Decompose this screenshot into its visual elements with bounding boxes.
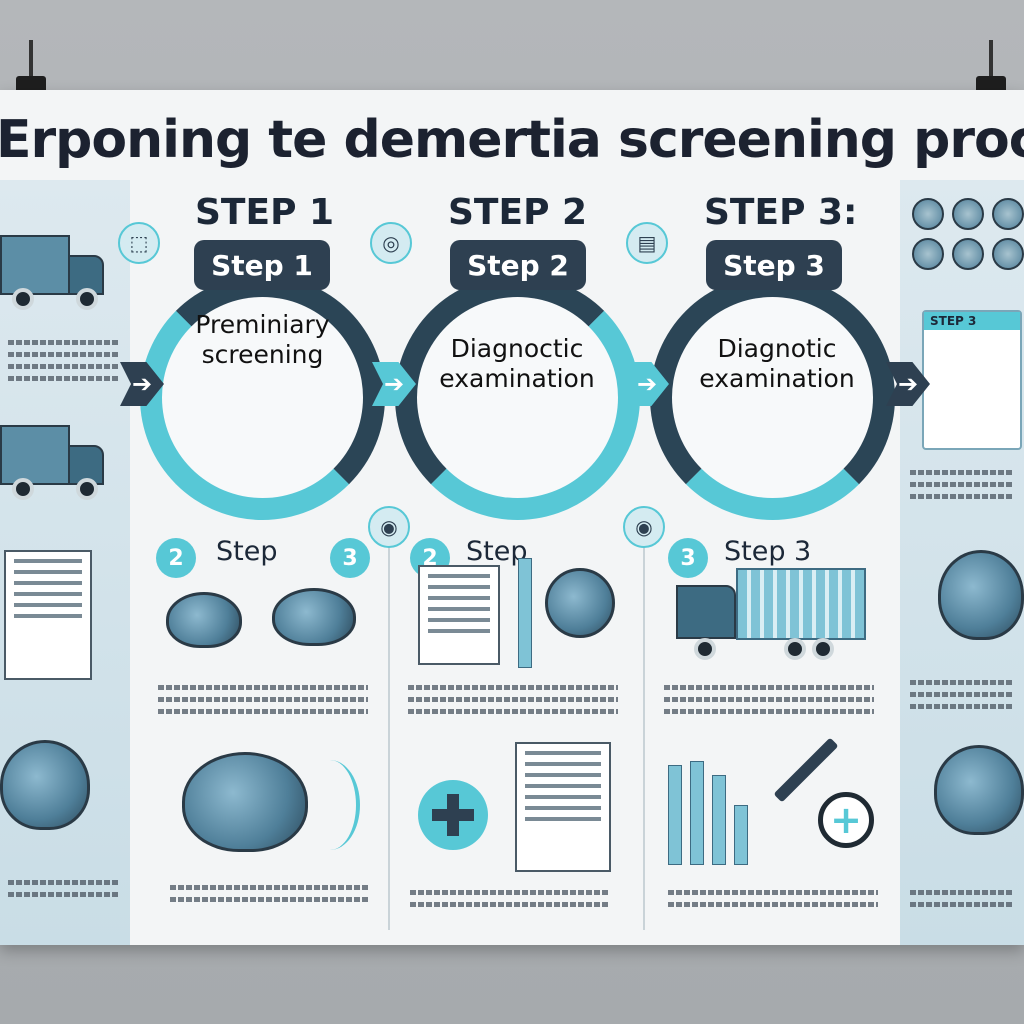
right-text-block: [910, 890, 1014, 914]
wheel-icon: [76, 478, 98, 500]
step-sub-label: Step: [216, 536, 278, 567]
wheel-icon: [784, 638, 806, 660]
brain-badge-icon: ◉: [623, 506, 665, 548]
right-side-panel: STEP 3: [900, 180, 1024, 945]
report-document-icon: [418, 565, 500, 665]
wheel-icon: [12, 478, 34, 500]
shield-icon: ◎: [370, 222, 412, 264]
step-3-header: STEP 3:: [704, 192, 858, 233]
column-divider: [643, 520, 645, 930]
number-badge: 2: [156, 538, 196, 578]
wheel-icon: [694, 638, 716, 660]
brain-icon: [934, 745, 1024, 835]
truck-cab: [676, 585, 736, 639]
number-badge: 3: [330, 538, 370, 578]
step-sub-label: Step 3: [724, 536, 812, 567]
brain-icon: [272, 588, 356, 646]
left-text-block: [8, 340, 118, 388]
left-side-panel: [0, 180, 130, 945]
column-3-caption: [668, 890, 878, 914]
brain-scan-grid: [912, 198, 1024, 270]
step-2-header: STEP 2: [448, 192, 588, 233]
brain-badge-icon: ◉: [368, 506, 410, 548]
number-badge: 3: [668, 538, 708, 578]
right-text-block: [910, 680, 1014, 716]
clipboard-icon: [4, 550, 92, 680]
document-icon: ▤: [626, 222, 668, 264]
step-1-header: STEP 1: [195, 192, 335, 233]
truck-icon: [0, 235, 70, 295]
magnifier-plus-icon: +: [818, 792, 874, 848]
right-text-block: [910, 470, 1014, 506]
column-1-text: [158, 685, 368, 721]
brain-scan-icon: [545, 568, 615, 638]
step-sub-label: Step: [466, 536, 528, 567]
poster-title: Erponing te demertia screening process: [0, 110, 1024, 170]
step-2-pill: Step 2: [450, 240, 586, 290]
column-1-caption: [170, 885, 370, 909]
signal-waves-icon: [300, 760, 360, 850]
brain-icon: [182, 752, 308, 852]
column-2-text: [408, 685, 618, 721]
step-1-pill: Step 1: [194, 240, 330, 290]
infographic-poster: Erponing te demertia screening process S…: [0, 90, 1024, 945]
step-card: STEP 3: [922, 310, 1022, 450]
checklist-icon: [515, 742, 611, 872]
bar-chart-icon: [668, 755, 758, 865]
step-card-header: STEP 3: [924, 312, 1020, 330]
lock-icon: ⬚: [118, 222, 160, 264]
column-divider: [388, 520, 390, 930]
step-3-pill: Step 3: [706, 240, 842, 290]
wheel-icon: [812, 638, 834, 660]
brain-icon: [0, 740, 90, 830]
column-3-text: [664, 685, 874, 721]
medical-cross-icon: [418, 780, 488, 850]
brain-icon: [166, 592, 242, 648]
wheel-icon: [76, 288, 98, 310]
truck-cargo-icon: [736, 568, 866, 640]
pen-icon: [773, 737, 839, 803]
brain-icon: [938, 550, 1024, 640]
step-3-ring: [650, 275, 895, 520]
step-2-ring: [395, 275, 640, 520]
test-tube-icon: [518, 558, 532, 668]
wheel-icon: [12, 288, 34, 310]
left-text-block: [8, 880, 118, 904]
column-2-caption: [410, 890, 610, 914]
truck-icon: [0, 425, 70, 485]
